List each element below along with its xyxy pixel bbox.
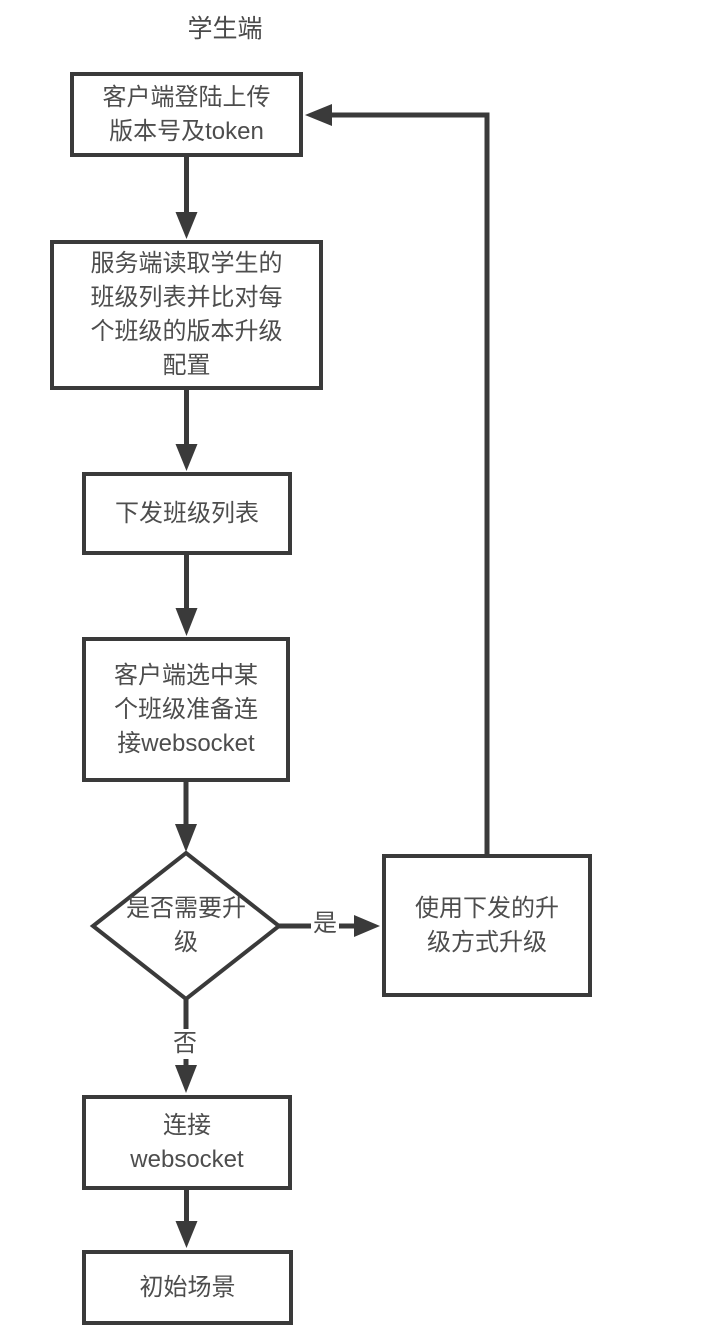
decision-need-upgrade: 是否需要升 级 bbox=[93, 892, 279, 960]
node-text-line: 版本号及token bbox=[109, 117, 264, 145]
node-text-line: 客户端选中某 bbox=[114, 661, 258, 689]
node-server-read-config: 服务端读取学生的 班级列表并比对每 个班级的版本升级 配置 bbox=[50, 240, 323, 390]
node-text-line: 配置 bbox=[162, 352, 211, 379]
arrow-server-to-sendlist bbox=[175, 390, 198, 471]
node-client-login: 客户端登陆上传 版本号及token bbox=[70, 72, 303, 157]
node-text-line: 服务端读取学生的 bbox=[90, 250, 283, 277]
node-text-line: 接websocket bbox=[117, 729, 255, 757]
node-text-line: 客户端登陆上传 bbox=[102, 83, 271, 111]
node-text-line: 级方式升级 bbox=[427, 928, 547, 956]
node-text-line: 个班级的版本升级 bbox=[90, 318, 283, 345]
node-text-line: 是否需要升 bbox=[126, 895, 246, 922]
arrow-upgrade-loop-to-login bbox=[305, 104, 490, 854]
node-text-line: 班级列表并比对每 bbox=[90, 284, 283, 311]
node-send-class-list: 下发班级列表 bbox=[82, 472, 292, 555]
node-text-line: 使用下发的升 bbox=[415, 894, 559, 922]
node-text-line: websocket bbox=[130, 1145, 244, 1173]
node-text-line: 初始场景 bbox=[139, 1273, 236, 1301]
node-text-line: 下发班级列表 bbox=[115, 499, 259, 527]
edge-label-no: 否 bbox=[171, 1029, 199, 1059]
arrow-login-to-server bbox=[175, 157, 198, 239]
arrow-select-to-decision bbox=[175, 782, 197, 852]
diagram-title: 学生端 bbox=[187, 15, 263, 43]
node-connect-websocket: 连接 websocket bbox=[82, 1095, 292, 1190]
node-upgrade-method: 使用下发的升 级方式升级 bbox=[382, 854, 592, 997]
arrow-sendlist-to-select bbox=[175, 555, 198, 636]
node-text-line: 连接 bbox=[163, 1111, 211, 1139]
node-text-line: 个班级准备连 bbox=[114, 695, 258, 723]
node-text-line: 级 bbox=[174, 929, 198, 956]
edge-label-yes: 是 bbox=[311, 909, 339, 939]
node-initial-scene: 初始场景 bbox=[82, 1250, 293, 1325]
node-select-class: 客户端选中某 个班级准备连 接websocket bbox=[82, 637, 290, 782]
arrow-connect-to-initial bbox=[175, 1190, 198, 1248]
